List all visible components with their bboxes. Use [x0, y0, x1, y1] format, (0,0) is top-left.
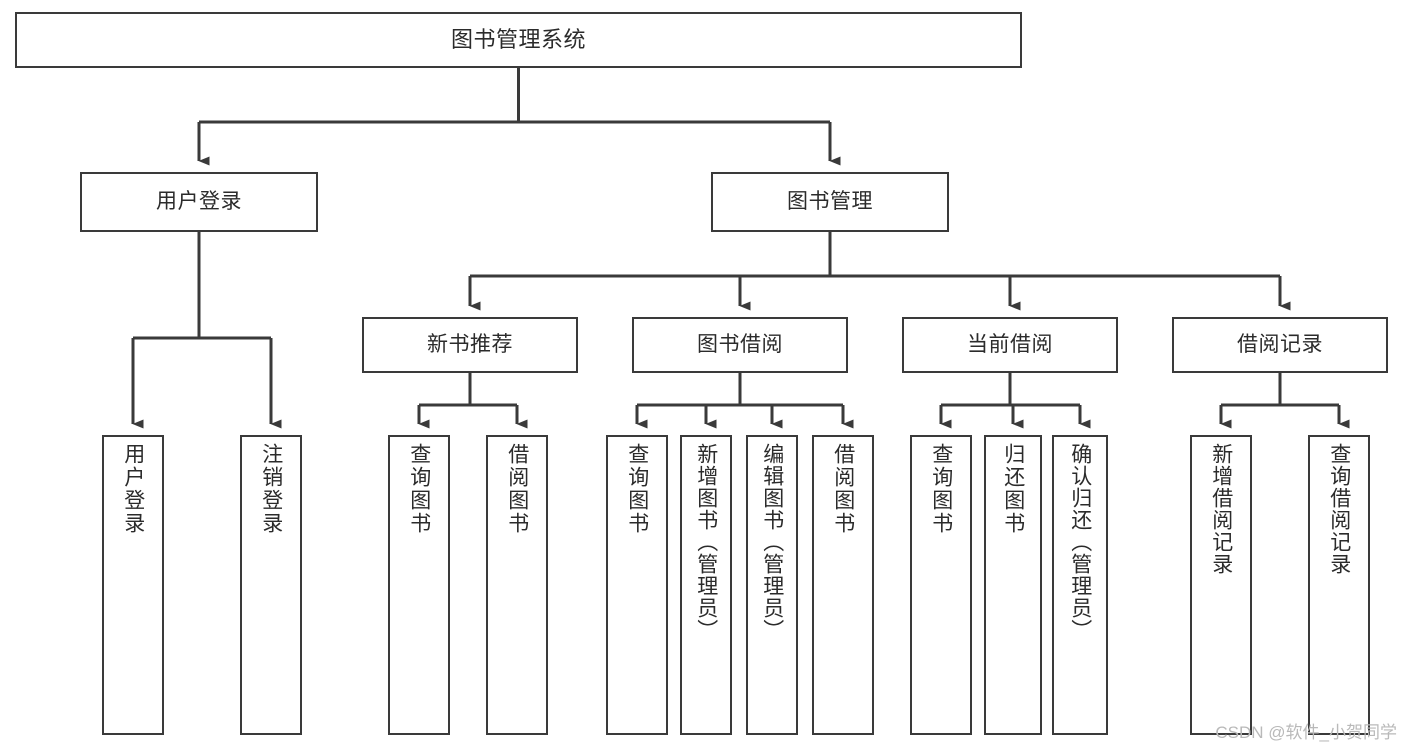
leaf-return-book[interactable]: 归还图书	[984, 435, 1042, 735]
leaf-query-book-current-label: 查询图书	[929, 443, 953, 535]
node-new-book-recommend[interactable]: 新书推荐	[362, 317, 578, 373]
leaf-query-borrow-record-label: 查询借阅记录	[1327, 443, 1351, 575]
leaf-query-book-current[interactable]: 查询图书	[910, 435, 972, 735]
leaf-query-book-borrow-label: 查询图书	[625, 443, 649, 535]
leaf-confirm-return-admin-label: 确认归还（管理员）	[1068, 443, 1092, 641]
leaf-edit-book-admin-label: 编辑图书（管理员）	[760, 443, 784, 641]
node-root-label: 图书管理系统	[450, 27, 586, 53]
leaf-return-book-label: 归还图书	[1001, 443, 1025, 535]
node-book-management-label: 图书管理	[787, 189, 873, 213]
leaf-query-book-recommend-label: 查询图书	[407, 443, 431, 535]
leaf-query-book-recommend[interactable]: 查询图书	[388, 435, 450, 735]
leaf-add-borrow-record-label: 新增借阅记录	[1209, 443, 1233, 575]
node-new-book-recommend-label: 新书推荐	[427, 332, 513, 356]
leaf-borrow-book-recommend-label: 借阅图书	[505, 443, 529, 535]
leaf-borrow-book-borrow-label: 借阅图书	[831, 443, 855, 535]
leaf-add-book-admin-label: 新增图书（管理员）	[694, 443, 718, 641]
leaf-query-borrow-record[interactable]: 查询借阅记录	[1308, 435, 1370, 735]
leaf-user-login[interactable]: 用户登录	[102, 435, 164, 735]
leaf-logout-label: 注销登录	[259, 443, 283, 535]
leaf-query-book-borrow[interactable]: 查询图书	[606, 435, 668, 735]
node-user-login-label: 用户登录	[156, 189, 242, 213]
leaf-add-book-admin[interactable]: 新增图书（管理员）	[680, 435, 732, 735]
leaf-edit-book-admin[interactable]: 编辑图书（管理员）	[746, 435, 798, 735]
leaf-borrow-book-recommend[interactable]: 借阅图书	[486, 435, 548, 735]
leaf-user-login-label: 用户登录	[121, 443, 145, 535]
node-root[interactable]: 图书管理系统	[15, 12, 1022, 68]
node-borrow-record[interactable]: 借阅记录	[1172, 317, 1388, 373]
leaf-add-borrow-record[interactable]: 新增借阅记录	[1190, 435, 1252, 735]
leaf-borrow-book-borrow[interactable]: 借阅图书	[812, 435, 874, 735]
node-book-management[interactable]: 图书管理	[711, 172, 949, 232]
leaf-logout[interactable]: 注销登录	[240, 435, 302, 735]
leaf-confirm-return-admin[interactable]: 确认归还（管理员）	[1052, 435, 1108, 735]
node-current-borrow-label: 当前借阅	[967, 332, 1053, 356]
node-borrow-record-label: 借阅记录	[1237, 332, 1323, 356]
node-user-login[interactable]: 用户登录	[80, 172, 318, 232]
node-book-borrow-label: 图书借阅	[697, 332, 783, 356]
node-current-borrow[interactable]: 当前借阅	[902, 317, 1118, 373]
node-book-borrow[interactable]: 图书借阅	[632, 317, 848, 373]
